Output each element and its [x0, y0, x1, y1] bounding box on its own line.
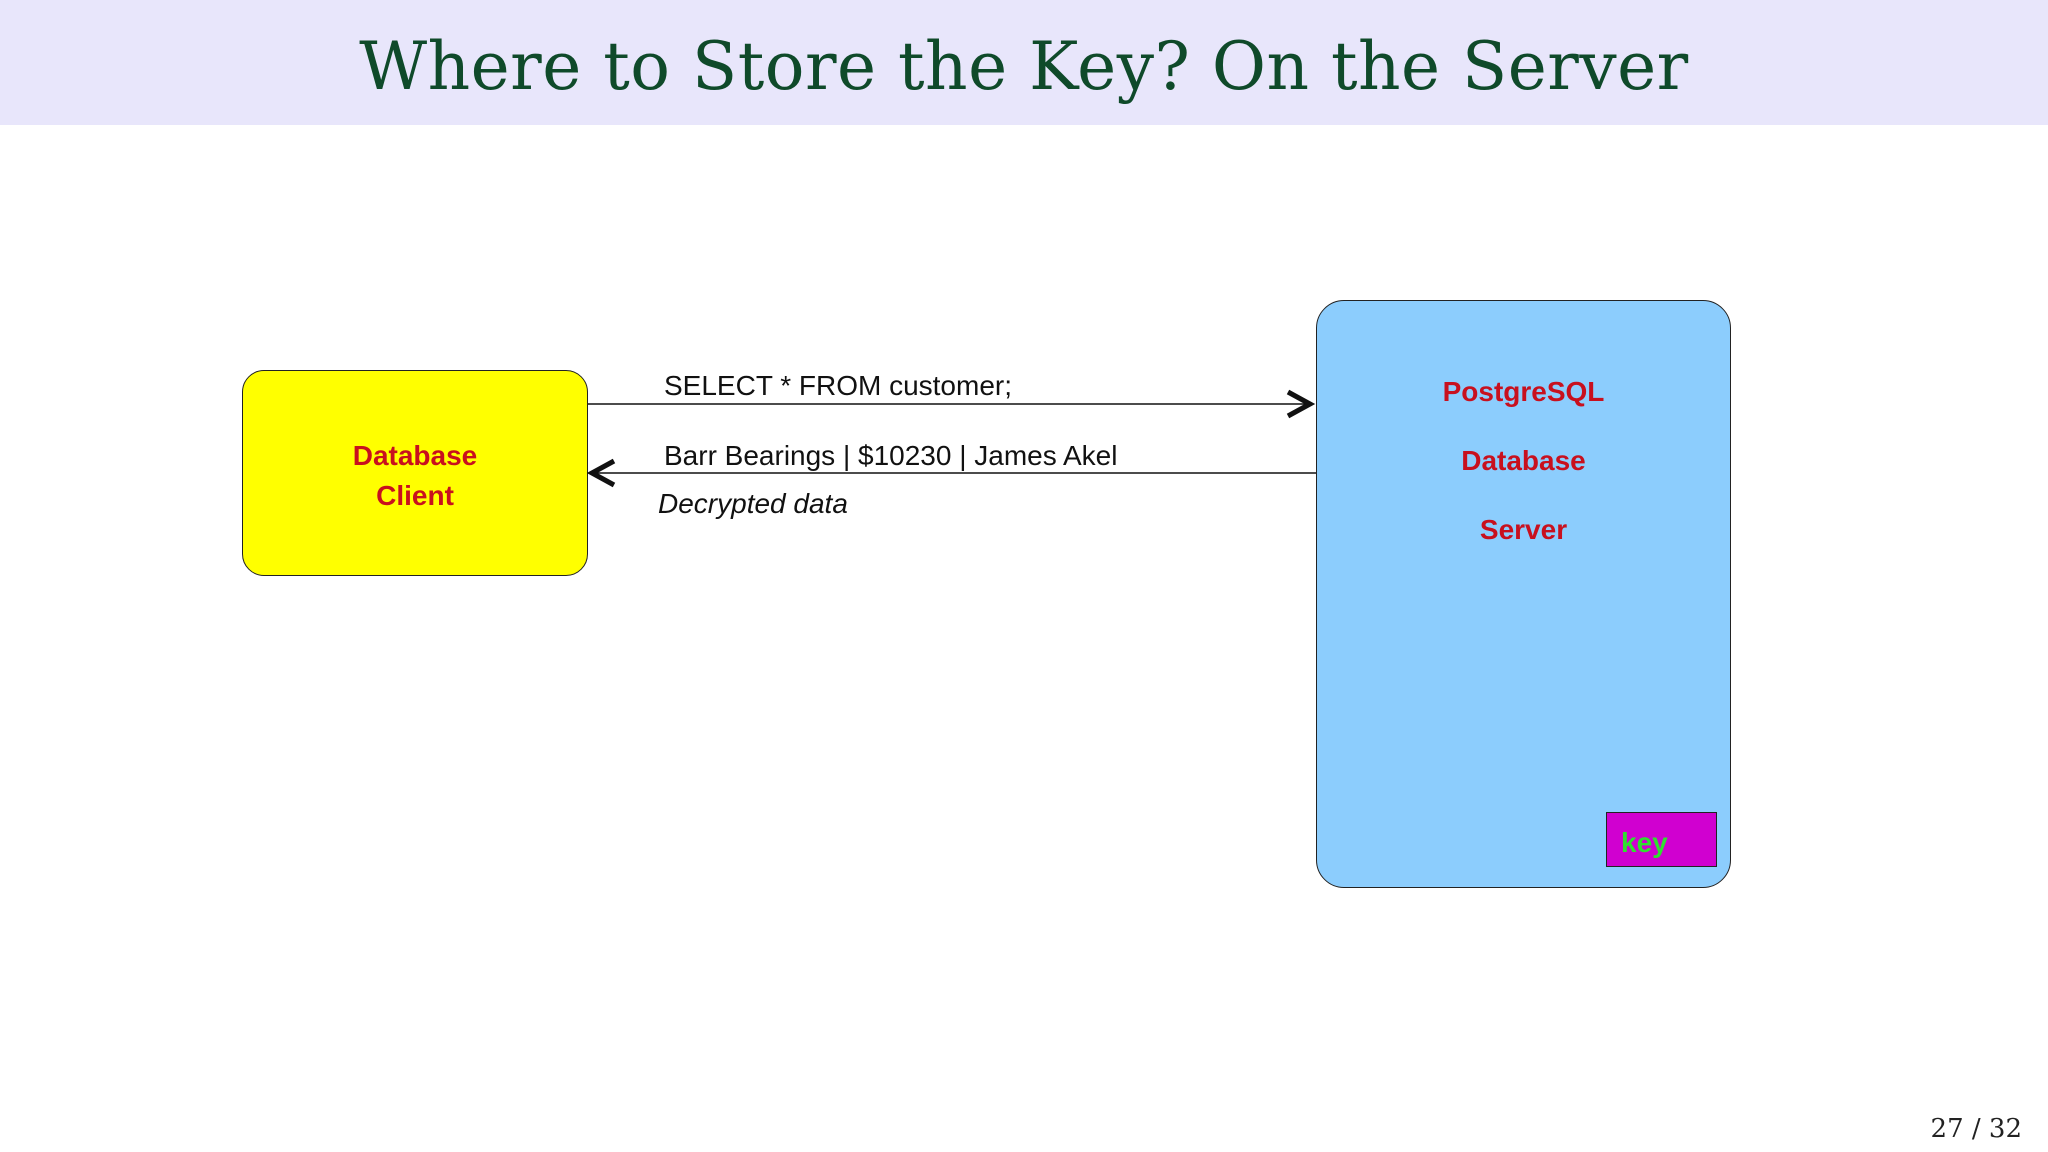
- query-message: SELECT * FROM customer;: [664, 370, 1013, 401]
- database-server-box: PostgreSQL Database Server: [1316, 300, 1731, 888]
- result-message: Barr Bearings | $10230 | James Akel: [664, 440, 1118, 471]
- decrypted-data-note: Decrypted data: [658, 488, 848, 519]
- key-label: key: [1621, 827, 1668, 858]
- database-client-box: Database Client: [242, 370, 588, 576]
- server-label-line2: Database: [1461, 445, 1586, 476]
- slide-title: Where to Store the Key? On the Server: [359, 28, 1689, 105]
- server-label-line3: Server: [1479, 514, 1568, 545]
- query-arrowhead: [1286, 389, 1316, 419]
- title-bar: Where to Store the Key? On the Server: [0, 0, 2048, 125]
- client-label-line2: Client: [376, 480, 454, 511]
- server-label-line1: PostgreSQL: [1442, 376, 1605, 407]
- result-arrowhead: [586, 458, 616, 488]
- client-label-line1: Database: [352, 440, 478, 471]
- page-number: 27 / 32: [1930, 1114, 2022, 1144]
- key-box: key: [1606, 812, 1717, 867]
